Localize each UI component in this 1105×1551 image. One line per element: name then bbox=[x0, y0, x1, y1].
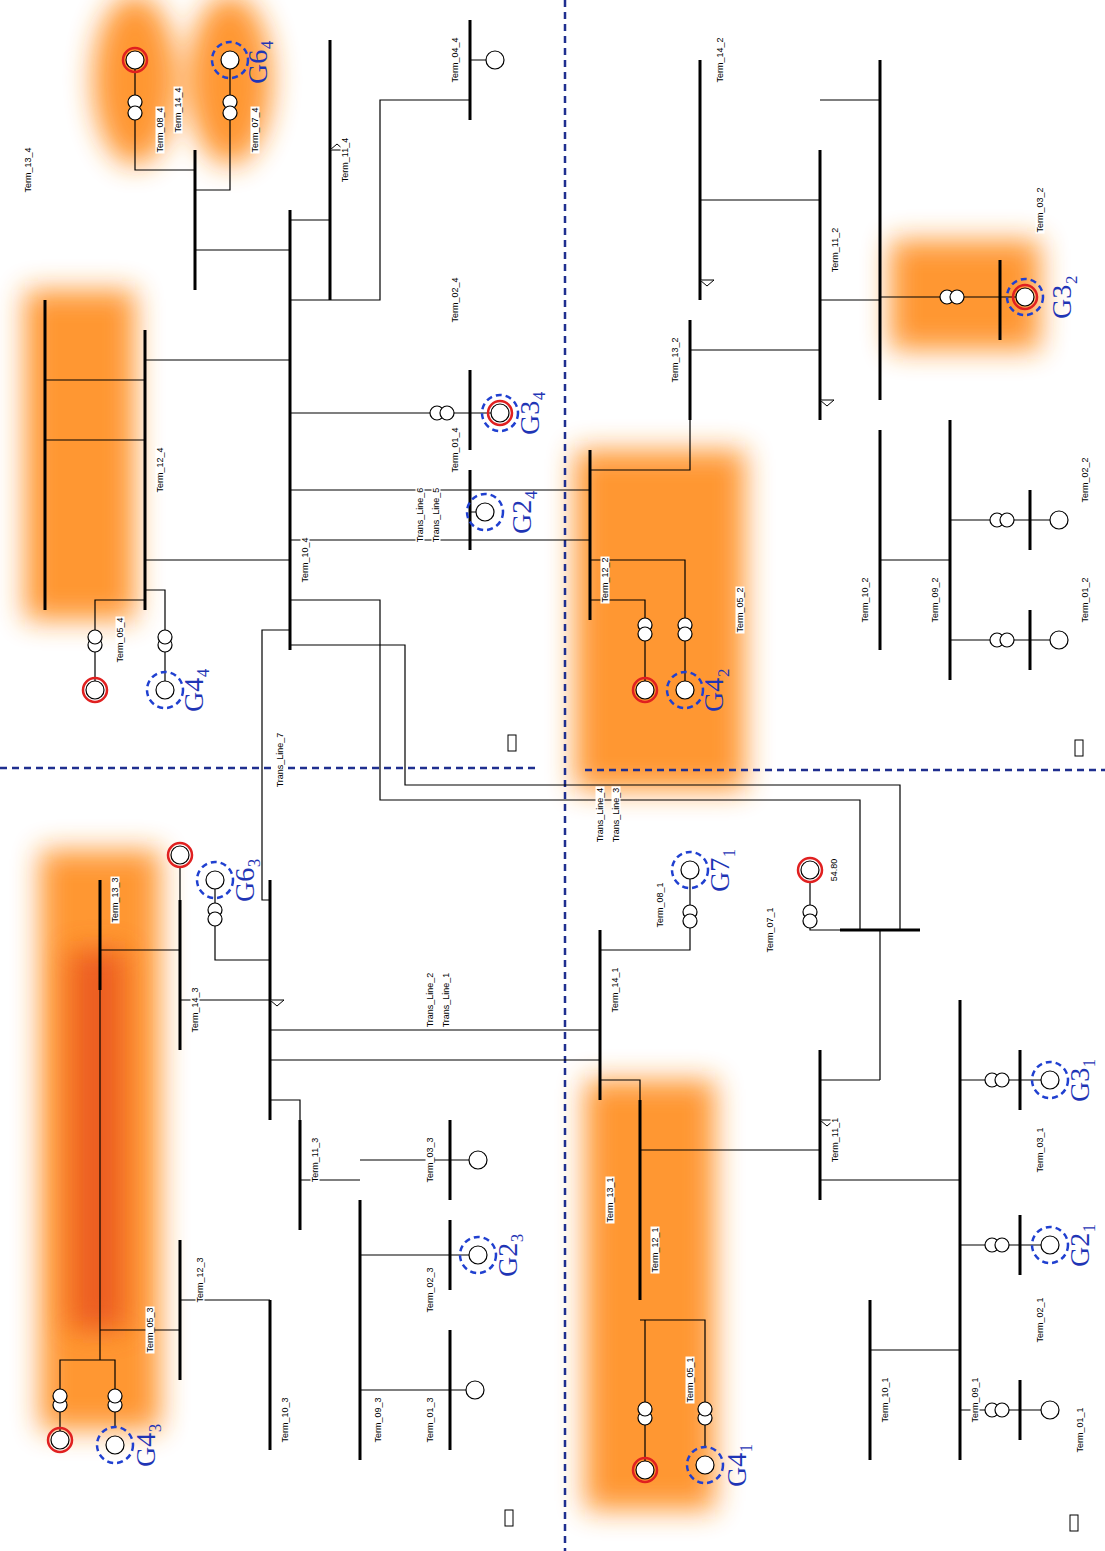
element-label: Term_13_1 bbox=[606, 1176, 615, 1223]
load-arrow bbox=[700, 280, 714, 286]
element-label: Term_13_4 bbox=[24, 146, 33, 193]
element-label: Term_12_4 bbox=[156, 446, 165, 493]
element-label: Term_12_1 bbox=[651, 1226, 660, 1273]
generator-label: G2₃ bbox=[494, 1233, 522, 1277]
line-wire bbox=[590, 100, 1050, 681]
element-label: Term_08_1 bbox=[656, 881, 665, 928]
element-label: Term_10_3 bbox=[281, 1396, 290, 1443]
highlight-core bbox=[70, 950, 125, 1330]
line-wire bbox=[45, 60, 491, 681]
element-label: Term_03_1 bbox=[1036, 1126, 1045, 1173]
element-label: Term_08_4 bbox=[156, 106, 165, 153]
element-label: Term_13_2 bbox=[671, 336, 680, 383]
element-label: Term_10_1 bbox=[881, 1376, 890, 1423]
element-label: Term_14_4 bbox=[174, 86, 183, 133]
highlight-glow bbox=[585, 1080, 715, 1510]
highlight-glow bbox=[25, 290, 135, 620]
generator-label: G7₁ bbox=[706, 848, 734, 892]
selected-generator-ring bbox=[97, 42, 1068, 1483]
element-label: Trans_Line_6 bbox=[416, 487, 425, 544]
element-label: Term_14_3 bbox=[191, 986, 200, 1033]
generator-label: G4₃ bbox=[132, 1423, 160, 1467]
element-label: Term_09_2 bbox=[931, 576, 940, 623]
element-label: Trans_Line_4 bbox=[596, 787, 605, 844]
element-label: Term_09_1 bbox=[971, 1376, 980, 1423]
element-label: Term_05_2 bbox=[736, 586, 745, 633]
generator-symbol bbox=[51, 51, 1068, 1479]
area-divider bbox=[585, 769, 1105, 772]
highlight-glow bbox=[890, 240, 1040, 350]
element-label: Term_10_4 bbox=[301, 536, 310, 583]
element-label: Term_01_3 bbox=[426, 1396, 435, 1443]
element-label: Term_04_4 bbox=[451, 36, 460, 83]
element-label: Term_11_4 bbox=[341, 137, 350, 183]
element-label: Term_02_4 bbox=[451, 276, 460, 323]
element-label: Trans_Line_2 bbox=[426, 972, 435, 1029]
generator-label: G6₄ bbox=[244, 40, 272, 84]
element-label: Trans_Line_7 bbox=[276, 732, 285, 789]
busbar bbox=[45, 20, 470, 650]
element-label: Term_11_1 bbox=[831, 1117, 840, 1163]
load-arrow bbox=[820, 400, 834, 406]
line-wire bbox=[600, 879, 1041, 1461]
line-wire bbox=[45, 60, 1050, 1461]
element-label: 54.80 bbox=[830, 858, 839, 883]
element-label: Term_12_2 bbox=[601, 556, 610, 603]
element-label: Term_03_2 bbox=[1036, 186, 1045, 233]
element-label: Term_07_4 bbox=[251, 106, 260, 153]
highlight-glow bbox=[25, 0, 1040, 1510]
generator-label: G3₂ bbox=[1048, 275, 1076, 319]
element-label: Trans_Line_1 bbox=[442, 972, 451, 1029]
element-label: Term_05_4 bbox=[116, 616, 125, 663]
element-label: Term_12_3 bbox=[196, 1256, 205, 1303]
area-divider bbox=[564, 0, 567, 1551]
generator-label: G2₄ bbox=[508, 490, 536, 534]
transformer-symbol bbox=[53, 95, 1014, 1425]
element-label: Term_11_2 bbox=[831, 227, 840, 273]
element-label: Term_02_2 bbox=[1081, 456, 1090, 503]
element-label: Term_14_2 bbox=[716, 36, 725, 83]
generator-label: G4₄ bbox=[180, 668, 208, 712]
element-label: Term_13_3 bbox=[111, 876, 120, 923]
element-label: Term_09_3 bbox=[374, 1396, 383, 1443]
busbar bbox=[600, 930, 1020, 1460]
generator-label: G4₂ bbox=[700, 668, 728, 712]
element-label: Trans_Line_5 bbox=[432, 487, 441, 544]
element-label: Term_01_1 bbox=[1076, 1406, 1085, 1453]
generator-label: G6₃ bbox=[231, 858, 259, 902]
element-label: Term_03_3 bbox=[426, 1136, 435, 1183]
element-label: Term_02_1 bbox=[1036, 1296, 1045, 1343]
busbar bbox=[100, 880, 450, 1460]
line-wire bbox=[60, 867, 469, 1431]
element-label: Term_11_3 bbox=[311, 1137, 320, 1183]
element-label: Term_05_1 bbox=[686, 1356, 695, 1403]
element-label: Term_05_3 bbox=[146, 1306, 155, 1353]
generator-label: G4₁ bbox=[723, 1443, 751, 1487]
tie-line bbox=[262, 490, 900, 1060]
busbar bbox=[45, 20, 1030, 1460]
element-label: Term_14_1 bbox=[611, 966, 620, 1013]
marked-generator-ring bbox=[48, 48, 1037, 1482]
element-label: Term_07_1 bbox=[766, 906, 775, 953]
load-arrow bbox=[270, 144, 834, 1126]
element-label: Term_10_2 bbox=[861, 576, 870, 623]
element-label: Term_01_4 bbox=[451, 426, 460, 473]
generator-label: G2₁ bbox=[1066, 1223, 1094, 1267]
generator-label: G3₁ bbox=[1066, 1058, 1094, 1102]
area-tag bbox=[505, 735, 1083, 1531]
load-arrow bbox=[270, 1000, 284, 1006]
busbar bbox=[590, 60, 1030, 680]
highlight-glow bbox=[575, 450, 745, 790]
area-divider bbox=[0, 767, 540, 770]
generator-label: G3₄ bbox=[516, 391, 544, 435]
element-label: Term_01_2 bbox=[1081, 576, 1090, 623]
element-label: Trans_Line_3 bbox=[612, 787, 621, 844]
element-label: Term_02_3 bbox=[426, 1266, 435, 1313]
